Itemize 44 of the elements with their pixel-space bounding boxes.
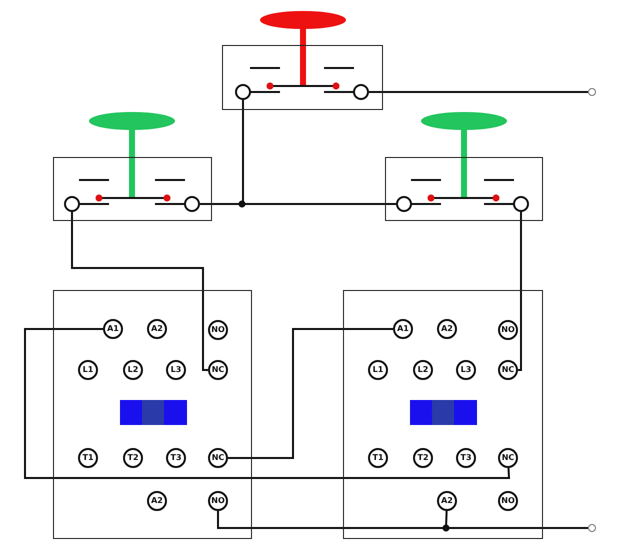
terminal (235, 84, 251, 100)
terminal: A2 (437, 319, 457, 339)
terminal (513, 196, 529, 212)
terminal: NO (208, 320, 228, 340)
terminal (184, 196, 200, 212)
terminal: NC (208, 360, 228, 380)
terminal: T3 (166, 448, 186, 468)
contactor-housing (343, 290, 543, 539)
terminal: NC (208, 448, 228, 468)
wire (228, 328, 393, 459)
terminal: A2 (437, 491, 457, 511)
terminal: L1 (368, 360, 388, 380)
contactor-housing (53, 290, 252, 539)
terminal: T3 (456, 448, 476, 468)
terminal: NO (498, 491, 518, 511)
terminal (396, 196, 412, 212)
switch-housing (53, 157, 212, 221)
terminal: T2 (123, 448, 143, 468)
wire-end-terminal (588, 524, 596, 532)
terminal: NO (498, 320, 518, 340)
terminal: T1 (368, 448, 388, 468)
wire (71, 212, 208, 371)
wire (369, 91, 588, 93)
terminal: A1 (103, 319, 123, 339)
wire (518, 212, 522, 371)
terminal: A1 (393, 319, 413, 339)
terminal: A2 (147, 491, 167, 511)
terminal (353, 84, 369, 100)
terminal: NO (208, 491, 228, 511)
terminal: L3 (166, 360, 186, 380)
terminal (64, 196, 80, 212)
terminal: NC (498, 448, 518, 468)
terminal: L2 (123, 360, 143, 380)
terminal: L2 (413, 360, 433, 380)
terminal: NC (498, 360, 518, 380)
terminal: L3 (456, 360, 476, 380)
terminal: T1 (78, 448, 98, 468)
terminal: A2 (147, 319, 167, 339)
terminal: L1 (78, 360, 98, 380)
switch-housing (385, 157, 543, 221)
wire-end-terminal (588, 88, 596, 96)
switch-housing (222, 45, 383, 110)
terminal: T2 (413, 448, 433, 468)
wire (24, 328, 510, 479)
